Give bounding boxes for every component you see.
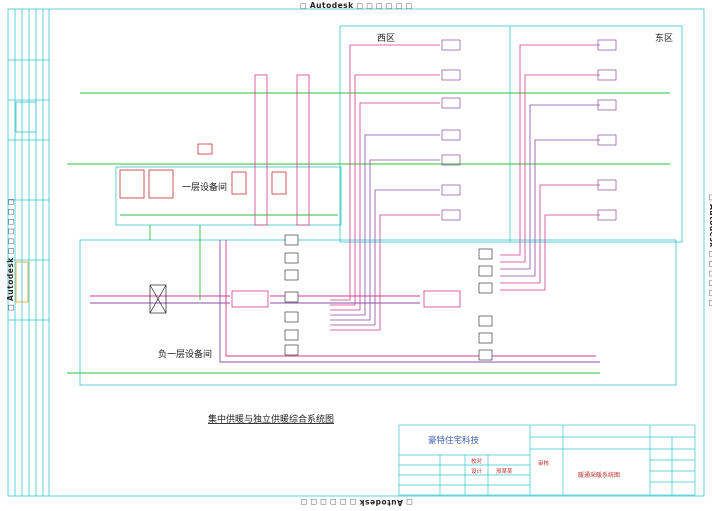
watermark-brand: Autodesk <box>5 257 15 301</box>
manifold-groups <box>231 290 461 308</box>
drawing-frame <box>7 8 705 497</box>
radiators-west <box>441 39 461 221</box>
sheet-name: 暖通采暖系统图 <box>578 471 620 479</box>
watermark-boxes: □ □ □ □ □ □ <box>356 2 413 10</box>
level-lines <box>67 92 670 374</box>
pump-stack-west <box>284 234 299 356</box>
watermark-box-left: □ <box>402 498 413 506</box>
risers <box>254 74 310 226</box>
title-block <box>398 424 696 496</box>
boiler-icon <box>119 143 287 199</box>
title-block-designer: 邢某某 <box>496 468 513 475</box>
title-block-review: 审核 <box>538 459 550 467</box>
manifold-icon <box>231 290 269 308</box>
title-block-design: 设计 <box>471 467 483 475</box>
watermark-brand: Autodesk <box>359 498 403 507</box>
title-block-verify: 校对 <box>471 457 483 465</box>
watermark-boxes: □ □ □ □ □ □ <box>708 251 712 307</box>
room-label-floor1: 一层设备间 <box>182 181 227 193</box>
watermark-boxes: □ □ □ □ □ □ <box>6 198 15 255</box>
autodesk-watermark-left: □ Autodesk □ □ □ □ □ □ <box>6 198 15 311</box>
radiators-east <box>597 39 617 221</box>
main-loop-pipes <box>90 214 600 363</box>
heat-exchanger-icon <box>149 284 167 314</box>
zone-label-east: 东区 <box>655 32 673 44</box>
west-zone-pipes <box>330 44 440 331</box>
manifold-icon <box>423 290 461 308</box>
room-label-basement: 负一层设备间 <box>158 348 212 360</box>
watermark-boxes: □ □ □ □ □ □ <box>300 498 357 506</box>
autodesk-watermark-right: □ Autodesk □ □ □ □ □ □ <box>708 194 712 307</box>
autodesk-watermark-top: □ Autodesk □ □ □ □ □ □ <box>300 1 413 10</box>
pump-stack-east <box>478 248 493 361</box>
east-zone-pipes <box>500 44 600 291</box>
drawing-title: 集中供暖与独立供暖综合系统图 <box>208 413 334 425</box>
watermark-box-left: □ <box>708 194 712 204</box>
autodesk-watermark-bottom: □ Autodesk □ □ □ □ □ □ <box>300 498 413 507</box>
watermark-box-left: □ <box>6 301 15 311</box>
company-name: 豪特住宅科技 <box>428 435 480 446</box>
watermark-brand: Autodesk <box>309 1 354 10</box>
zone-label-west: 西区 <box>377 33 395 44</box>
watermark-brand: Autodesk <box>707 204 712 248</box>
watermark-box-left: □ <box>300 2 310 10</box>
